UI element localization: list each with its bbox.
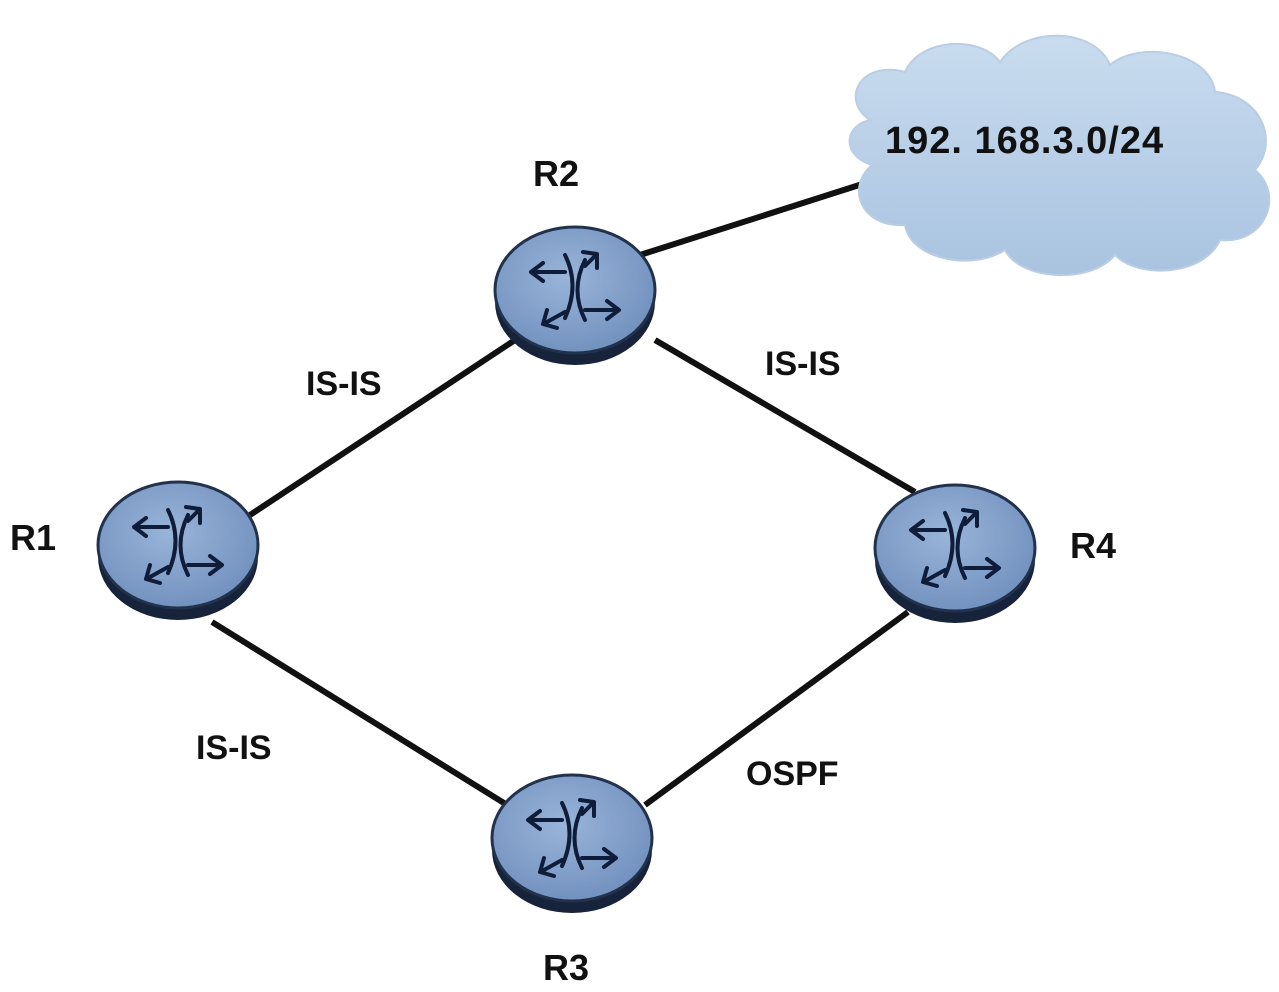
link-label-r1-r3: IS-IS [196,729,272,767]
router-r3-icon[interactable] [490,773,654,915]
router-r4-icon[interactable] [873,483,1037,625]
link-r2-r4 [653,337,917,495]
link-r1-r2 [248,337,517,518]
router-r4-label: R4 [1070,525,1117,566]
router-r1-label: R1 [10,517,57,558]
router-r2-label: R2 [533,153,580,194]
network-cloud [848,34,1271,276]
link-r1-r3 [210,619,514,811]
link-label-r3-r4: OSPF [746,755,839,793]
cloud-network-label: 192. 168.3.0/24 [885,120,1165,162]
router-r3-label: R3 [543,947,590,988]
link-r2-cloud [639,177,876,258]
router-r2-icon[interactable] [493,225,657,367]
router-r1-icon[interactable] [96,480,260,622]
link-r3-r4 [643,609,910,808]
link-label-r1-r2: IS-IS [306,365,382,403]
link-label-r2-r4: IS-IS [765,345,841,383]
